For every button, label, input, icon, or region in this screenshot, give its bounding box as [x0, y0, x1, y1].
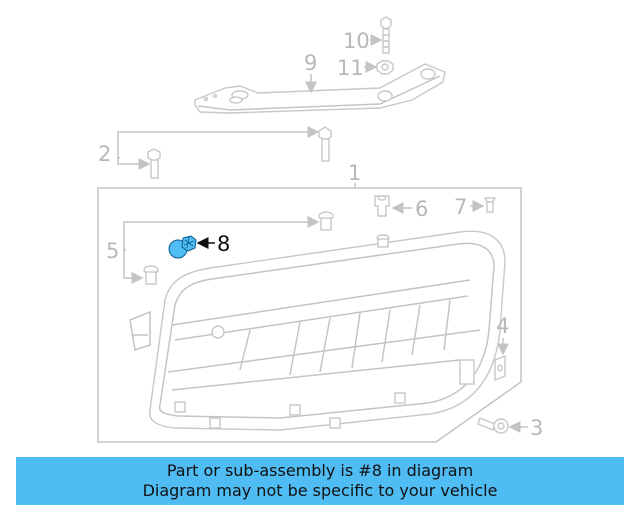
nut-11-icon	[376, 60, 394, 75]
bolt-2-left-icon	[147, 148, 161, 179]
info-banner: Part or sub-assembly is #8 in diagram Di…	[16, 457, 624, 505]
screw-7-icon	[483, 197, 497, 213]
callout-5: 5	[106, 239, 119, 263]
grommet-5-top-icon	[318, 211, 334, 231]
grommet-5-bottom-icon	[143, 265, 159, 285]
grommet-6-icon	[374, 195, 390, 217]
bolt-3-icon	[477, 417, 509, 434]
callout-2: 2	[98, 142, 111, 166]
bolt-2-right-icon	[318, 126, 332, 162]
banner-line-2: Diagram may not be specific to your vehi…	[142, 481, 498, 500]
callout-7: 7	[454, 195, 467, 219]
bracket-9-icon	[194, 63, 446, 114]
bolt-10-icon	[380, 16, 392, 54]
callout-3: 3	[530, 416, 543, 440]
callout-6: 6	[415, 197, 428, 221]
banner-line-1: Part or sub-assembly is #8 in diagram	[166, 461, 474, 480]
bulb-8-icon	[168, 235, 197, 259]
callout-11: 11	[337, 56, 364, 80]
callout-10: 10	[343, 29, 370, 53]
callout-9: 9	[304, 51, 317, 75]
clip-4-icon	[494, 354, 506, 382]
assembly-box	[97, 187, 522, 443]
callout-8: 8	[217, 232, 230, 256]
callout-4: 4	[496, 314, 509, 338]
callout-1: 1	[348, 161, 361, 185]
headlamp-assembly-icon	[129, 230, 506, 431]
